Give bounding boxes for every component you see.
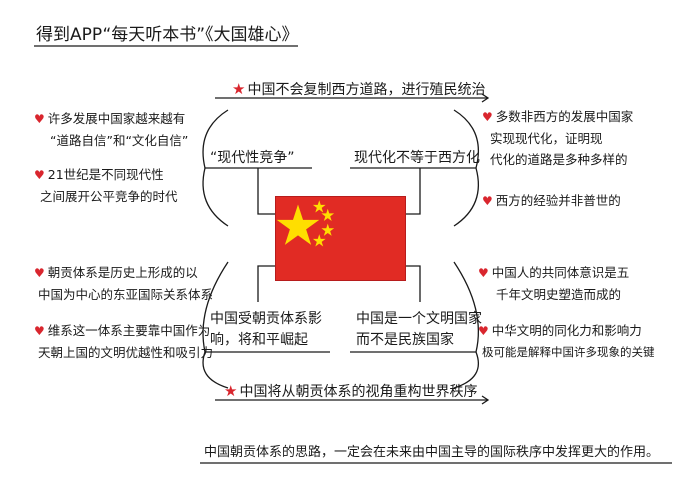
flag-small-star — [321, 208, 335, 221]
note-left-top-1: ♥许多发展中国家越来越有 “道路自信”和“文化自信” — [34, 108, 188, 151]
flag-small-star — [321, 223, 335, 236]
note-right-top-1: ♥多数非西方的发展中国家 实现现代化，证明现 代化的道路是多种多样的 — [482, 106, 633, 170]
flag-big-star — [276, 204, 320, 245]
note-line: 极可能是解释中国许多现象的关键 — [482, 345, 655, 359]
note-left-bottom-2: ♥维系这一体系主要靠中国作为 天朝上国的文明优越性和吸引力 — [34, 320, 213, 363]
note-right-bottom-1: ♥中国人的共同体意识是五 千年文明史塑造而成的 — [478, 262, 629, 305]
top-banner-text: 中国不会复制西方道路，进行殖民统治 — [247, 82, 486, 98]
flag-stars — [276, 200, 335, 247]
note-line: 中华文明的同化力和影响力 — [491, 323, 642, 338]
heart-icon: ♥ — [482, 110, 493, 124]
hub-bottom-left: 中国受朝贡体系影 响，将和平崛起 — [210, 309, 322, 351]
note-left-top-2: ♥21世纪是不同现代性 之间展开公平竞争的时代 — [34, 164, 178, 207]
heart-icon: ♥ — [34, 324, 45, 338]
note-line: 多数非西方的发展中国家 — [495, 109, 634, 124]
note-line: 西方的经验并非普世的 — [495, 193, 621, 208]
bottom-note: 中国朝贡体系的思路，一定会在未来由中国主导的国际秩序中发挥更大的作用。 — [204, 445, 660, 460]
note-line: 千年文明史塑造而成的 — [496, 287, 622, 302]
note-line: 代化的道路是多种多样的 — [490, 152, 628, 167]
hub-top-right: 现代化不等于西方化 — [354, 150, 480, 166]
hub-bottom-right: 中国是一个文明国家 而不是民族国家 — [356, 309, 482, 351]
bottom-banner-text: 中国将从朝贡体系的视角重构世界秩序 — [239, 384, 478, 400]
star-icon: ★ — [232, 80, 246, 98]
china-flag — [275, 196, 406, 281]
hub-bottom-right-line: 而不是民族国家 — [356, 332, 454, 348]
page-title: 得到APP“每天听本书”《大国雄心》 — [36, 25, 299, 45]
hub-top-left: “现代性竞争” — [210, 150, 295, 166]
note-line: 许多发展中国家越来越有 — [47, 111, 186, 126]
note-line: 之间展开公平竞争的时代 — [40, 189, 178, 204]
note-line: “道路自信”和“文化自信” — [50, 133, 189, 148]
heart-icon: ♥ — [34, 168, 45, 182]
flag-small-star — [312, 200, 326, 213]
star-icon: ★ — [224, 382, 238, 400]
note-line: 中国人的共同体意识是五 — [491, 265, 630, 280]
note-left-bottom-1: ♥朝贡体系是历史上形成的以 中国为中心的东亚国际关系体系 — [34, 262, 213, 305]
note-right-bottom-2: ♥中华文明的同化力和影响力 极可能是解释中国许多现象的关键 — [478, 320, 655, 363]
note-line: 朝贡体系是历史上形成的以 — [47, 265, 198, 280]
note-line: 维系这一体系主要靠中国作为 — [47, 323, 211, 338]
hub-bottom-left-line: 中国受朝贡体系影 — [210, 311, 322, 327]
note-line: 实现现代化，证明现 — [490, 131, 603, 146]
heart-icon: ♥ — [34, 266, 45, 280]
flag-small-star — [312, 234, 326, 247]
hub-bottom-left-line: 响，将和平崛起 — [210, 332, 308, 348]
heart-icon: ♥ — [478, 266, 489, 280]
note-line: 天朝上国的文明优越性和吸引力 — [38, 345, 214, 360]
note-line: 中国为中心的东亚国际关系体系 — [38, 287, 214, 302]
bottom-banner: ★中国将从朝贡体系的视角重构世界秩序 — [224, 381, 477, 401]
hub-bottom-right-line: 中国是一个文明国家 — [356, 311, 482, 327]
heart-icon: ♥ — [34, 112, 45, 126]
heart-icon: ♥ — [478, 324, 489, 338]
note-line: 21世纪是不同现代性 — [47, 167, 164, 182]
heart-icon: ♥ — [482, 194, 493, 208]
note-right-top-2: ♥西方的经验并非普世的 — [482, 190, 621, 212]
top-banner: ★中国不会复制西方道路，进行殖民统治 — [232, 79, 485, 99]
